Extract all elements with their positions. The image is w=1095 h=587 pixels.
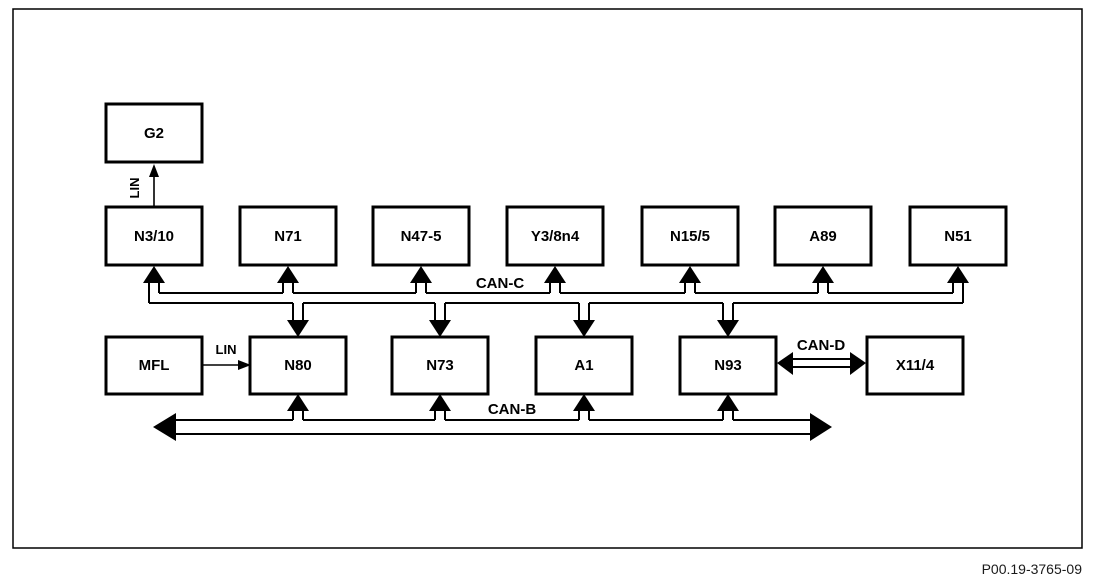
lin-link-g2: LIN xyxy=(127,164,159,207)
can-d-label: CAN-D xyxy=(797,337,845,354)
can-c-branch-n73 xyxy=(434,303,446,321)
node-y3-8n4: Y3/8n4 xyxy=(505,205,605,267)
can-c-stub-n47-5 xyxy=(415,282,427,293)
node-mfl-label: MFL xyxy=(139,357,170,374)
node-n73: N73 xyxy=(390,335,490,396)
can-b-stub-n93 xyxy=(722,410,734,420)
node-x11-4-box xyxy=(865,335,965,396)
node-a89: A89 xyxy=(773,205,873,267)
node-n73-label: N73 xyxy=(426,357,454,374)
node-n3-10-box xyxy=(104,205,204,267)
can-c-arrow-up-n15-5 xyxy=(679,266,701,283)
part-number: P00.19-3765-09 xyxy=(982,561,1083,577)
node-n15-5: N15/5 xyxy=(640,205,740,267)
can-c-branch-n80 xyxy=(292,303,304,321)
can-c-arrow-down-a1 xyxy=(573,320,595,337)
can-b-bus: CAN-B xyxy=(153,394,832,441)
node-n71: N71 xyxy=(238,205,338,267)
can-c-branch-n93 xyxy=(722,303,734,321)
can-b-arrow-up-a1 xyxy=(573,394,595,411)
can-b-arrow-up-n80 xyxy=(287,394,309,411)
can-c-stub-n51 xyxy=(952,282,964,303)
can-b-arrow-up-n73 xyxy=(429,394,451,411)
node-a1-box xyxy=(534,335,634,396)
node-n93-label: N93 xyxy=(714,357,742,374)
node-mfl-box xyxy=(104,335,204,396)
can-c-stub-n15-5 xyxy=(684,282,696,293)
node-n47-5: N47-5 xyxy=(371,205,471,267)
node-y3-8n4-box xyxy=(505,205,605,267)
lin-mfl-arrow-right xyxy=(238,360,251,370)
node-mfl: MFL xyxy=(104,335,204,396)
can-d-shaft-lines xyxy=(791,358,852,368)
can-c-bus: CAN-C xyxy=(143,266,969,337)
node-g2: G2 xyxy=(104,102,204,164)
can-c-arrow-up-n3-10 xyxy=(143,266,165,283)
lin-mfl-label: LIN xyxy=(216,342,237,357)
node-n51-label: N51 xyxy=(944,228,972,245)
node-n15-5-label: N15/5 xyxy=(670,228,710,245)
node-n3-10-label: N3/10 xyxy=(134,228,174,245)
can-c-label: CAN-C xyxy=(476,275,524,292)
node-a89-label: A89 xyxy=(809,228,837,245)
node-n71-label: N71 xyxy=(274,228,302,245)
can-c-stub-y3-8n4 xyxy=(549,282,561,293)
can-b-stub-n73 xyxy=(434,410,446,420)
can-c-arrow-down-n80 xyxy=(287,320,309,337)
node-n93-box xyxy=(678,335,778,396)
can-b-label: CAN-B xyxy=(488,401,536,418)
can-b-arrow-right-end xyxy=(810,413,832,441)
node-n47-5-box xyxy=(371,205,471,267)
node-a1: A1 xyxy=(534,335,634,396)
node-n51-box xyxy=(908,205,1008,267)
node-y3-8n4-label: Y3/8n4 xyxy=(531,228,580,245)
can-d-arrow-right xyxy=(850,352,866,375)
node-n71-box xyxy=(238,205,338,267)
can-b-arrow-left-end xyxy=(153,413,176,441)
can-c-arrow-down-n73 xyxy=(429,320,451,337)
node-n93: N93 xyxy=(678,335,778,396)
can-c-arrow-up-a89 xyxy=(812,266,834,283)
can-d-arrow-left xyxy=(777,352,793,375)
can-c-arrow-down-n93 xyxy=(717,320,739,337)
can-b-stub-n80 xyxy=(292,410,304,420)
node-n47-5-label: N47-5 xyxy=(401,228,442,245)
node-n80-box xyxy=(248,335,348,396)
node-n80-label: N80 xyxy=(284,357,312,374)
can-b-stub-a1 xyxy=(578,410,590,420)
can-c-arrow-up-n51 xyxy=(947,266,969,283)
lin-link-mfl: LIN xyxy=(203,342,251,370)
node-n51: N51 xyxy=(908,205,1008,267)
node-a1-label: A1 xyxy=(574,357,593,374)
node-n73-box xyxy=(390,335,490,396)
can-c-arrow-up-y3-8n4 xyxy=(544,266,566,283)
lin-g2-label: LIN xyxy=(127,178,142,199)
node-g2-box xyxy=(104,102,204,164)
node-a89-box xyxy=(773,205,873,267)
node-x11-4: X11/4 xyxy=(865,335,965,396)
node-x11-4-label: X11/4 xyxy=(896,357,935,374)
node-g2-label: G2 xyxy=(144,125,164,142)
node-n15-5-box xyxy=(640,205,740,267)
node-n80: N80 xyxy=(248,335,348,396)
can-c-stub-n3-10 xyxy=(148,282,160,303)
diagram-border-frame xyxy=(12,8,1083,549)
lin-g2-arrow-up xyxy=(149,164,159,177)
can-b-arrow-up-n93 xyxy=(717,394,739,411)
can-d-link: CAN-D xyxy=(777,337,866,375)
can-c-stub-a89 xyxy=(817,282,829,293)
can-c-stub-n71 xyxy=(282,282,294,293)
node-n3-10: N3/10 xyxy=(104,205,204,267)
can-c-arrow-up-n71 xyxy=(277,266,299,283)
can-c-arrow-up-n47-5 xyxy=(410,266,432,283)
can-c-branch-a1 xyxy=(578,303,590,321)
